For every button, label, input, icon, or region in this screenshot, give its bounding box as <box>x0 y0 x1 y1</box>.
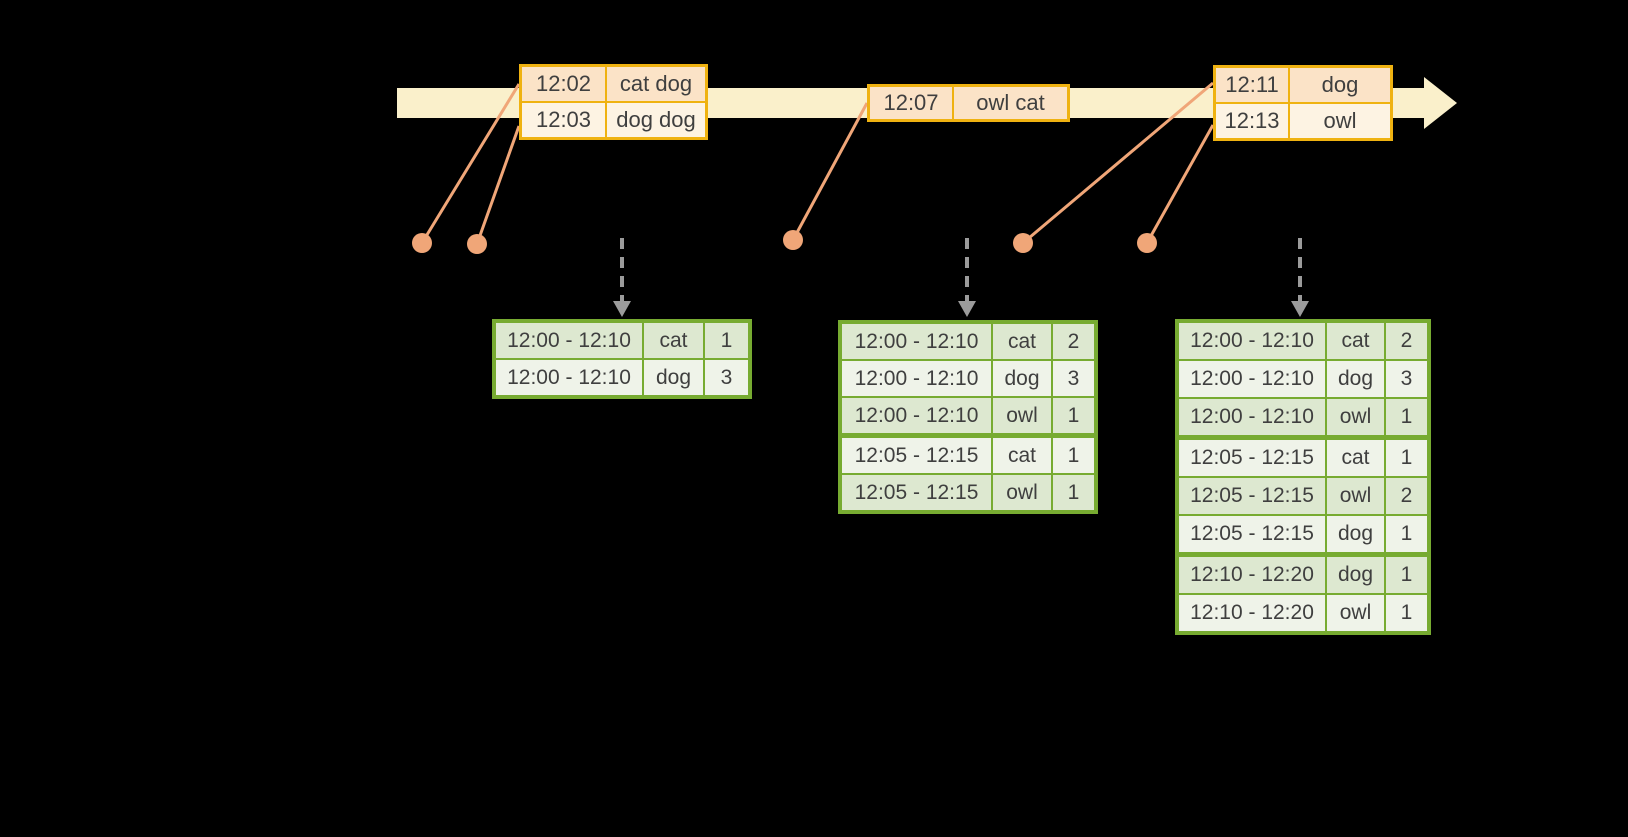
window-cell: 12:00 - 12:10 <box>1179 399 1325 435</box>
window-cell: 12:05 - 12:15 <box>1179 478 1325 514</box>
count-cell: 1 <box>1053 438 1094 473</box>
event-words-cell: owl <box>1290 104 1390 138</box>
window-cell: 12:00 - 12:10 <box>1179 323 1325 359</box>
result-row: 12:00 - 12:10 dog 3 <box>1179 361 1427 397</box>
trigger-arrow-icon <box>613 238 631 317</box>
result-row: 12:00 - 12:10 dog 3 <box>496 360 748 395</box>
word-cell: owl <box>1327 478 1384 514</box>
word-cell: owl <box>993 398 1051 433</box>
result-row: 12:05 - 12:15 cat 1 <box>842 438 1094 473</box>
result-table-1: 12:00 - 12:10 cat 1 12:00 - 12:10 dog 3 <box>492 319 752 399</box>
event-words-cell: cat dog <box>607 67 705 101</box>
word-cell: dog <box>993 361 1051 396</box>
event-time-cell: 12:07 <box>870 87 952 119</box>
event-dot-icon <box>1013 233 1033 253</box>
result-row: 12:00 - 12:10 owl 1 <box>1179 399 1427 435</box>
result-row: 12:10 - 12:20 dog 1 <box>1179 557 1427 593</box>
event-row: 12:02 cat dog <box>522 67 705 101</box>
word-cell: dog <box>1327 557 1384 593</box>
count-cell: 1 <box>1386 399 1427 435</box>
trigger-arrow-icon <box>1291 238 1309 317</box>
result-row: 12:05 - 12:15 owl 1 <box>842 475 1094 510</box>
count-cell: 1 <box>705 323 748 358</box>
result-row: 12:00 - 12:10 cat 1 <box>496 323 748 358</box>
event-connector-line <box>791 102 869 241</box>
timeline-arrowhead-icon <box>1424 77 1457 129</box>
event-dot-icon <box>467 234 487 254</box>
event-row: 12:03 dog dog <box>522 103 705 137</box>
window-cell: 12:10 - 12:20 <box>1179 595 1325 631</box>
event-connector-line <box>1145 124 1215 244</box>
word-cell: cat <box>1327 440 1384 476</box>
count-cell: 1 <box>1386 516 1427 552</box>
event-connector-line <box>420 83 521 244</box>
window-cell: 12:00 - 12:10 <box>496 360 642 395</box>
result-row: 12:00 - 12:10 cat 2 <box>1179 323 1427 359</box>
result-row: 12:05 - 12:15 cat 1 <box>1179 440 1427 476</box>
window-cell: 12:05 - 12:15 <box>1179 440 1325 476</box>
window-cell: 12:10 - 12:20 <box>1179 557 1325 593</box>
event-batch-table-1: 12:02 cat dog 12:03 dog dog <box>519 64 708 140</box>
count-cell: 3 <box>1053 361 1094 396</box>
word-cell: cat <box>1327 323 1384 359</box>
count-cell: 2 <box>1386 323 1427 359</box>
result-row: 12:00 - 12:10 cat 2 <box>842 324 1094 359</box>
result-row: 12:05 - 12:15 owl 2 <box>1179 478 1427 514</box>
count-cell: 1 <box>1053 475 1094 510</box>
count-cell: 1 <box>1386 557 1427 593</box>
word-cell: owl <box>1327 595 1384 631</box>
word-cell: cat <box>993 324 1051 359</box>
word-cell: cat <box>993 438 1051 473</box>
result-table-3: 12:00 - 12:10 cat 2 12:00 - 12:10 dog 3 … <box>1175 319 1431 635</box>
window-cell: 12:05 - 12:15 <box>842 475 991 510</box>
count-cell: 1 <box>1053 398 1094 433</box>
event-row: 12:11 dog <box>1216 68 1390 102</box>
event-words-cell: dog <box>1290 68 1390 102</box>
event-words-cell: owl cat <box>954 87 1067 119</box>
result-row: 12:00 - 12:10 owl 1 <box>842 398 1094 433</box>
count-cell: 1 <box>1386 595 1427 631</box>
count-cell: 3 <box>1386 361 1427 397</box>
event-time-cell: 12:02 <box>522 67 605 101</box>
word-cell: dog <box>1327 516 1384 552</box>
count-cell: 2 <box>1386 478 1427 514</box>
window-cell: 12:00 - 12:10 <box>1179 361 1325 397</box>
result-row: 12:10 - 12:20 owl 1 <box>1179 595 1427 631</box>
result-row: 12:00 - 12:10 dog 3 <box>842 361 1094 396</box>
event-words-cell: dog dog <box>607 103 705 137</box>
event-batch-table-3: 12:11 dog 12:13 owl <box>1213 65 1393 141</box>
event-dot-icon <box>1137 233 1157 253</box>
event-time-cell: 12:13 <box>1216 104 1288 138</box>
count-cell: 2 <box>1053 324 1094 359</box>
trigger-arrow-icon <box>958 238 976 317</box>
count-cell: 1 <box>1386 440 1427 476</box>
window-cell: 12:05 - 12:15 <box>842 438 991 473</box>
result-row: 12:05 - 12:15 dog 1 <box>1179 516 1427 552</box>
window-cell: 12:00 - 12:10 <box>842 398 991 433</box>
window-cell: 12:00 - 12:10 <box>842 361 991 396</box>
result-table-2: 12:00 - 12:10 cat 2 12:00 - 12:10 dog 3 … <box>838 320 1098 514</box>
event-connector-line <box>1022 81 1214 245</box>
word-cell: cat <box>644 323 703 358</box>
event-time-cell: 12:11 <box>1216 68 1288 102</box>
window-cell: 12:05 - 12:15 <box>1179 516 1325 552</box>
word-cell: dog <box>644 360 703 395</box>
event-row: 12:07 owl cat <box>870 87 1067 119</box>
count-cell: 3 <box>705 360 748 395</box>
word-cell: owl <box>993 475 1051 510</box>
event-batch-table-2: 12:07 owl cat <box>867 84 1070 122</box>
event-row: 12:13 owl <box>1216 104 1390 138</box>
event-connector-line <box>475 125 521 245</box>
word-cell: owl <box>1327 399 1384 435</box>
event-time-cell: 12:03 <box>522 103 605 137</box>
window-cell: 12:00 - 12:10 <box>842 324 991 359</box>
event-dot-icon <box>783 230 803 250</box>
window-cell: 12:00 - 12:10 <box>496 323 642 358</box>
event-dot-icon <box>412 233 432 253</box>
word-cell: dog <box>1327 361 1384 397</box>
